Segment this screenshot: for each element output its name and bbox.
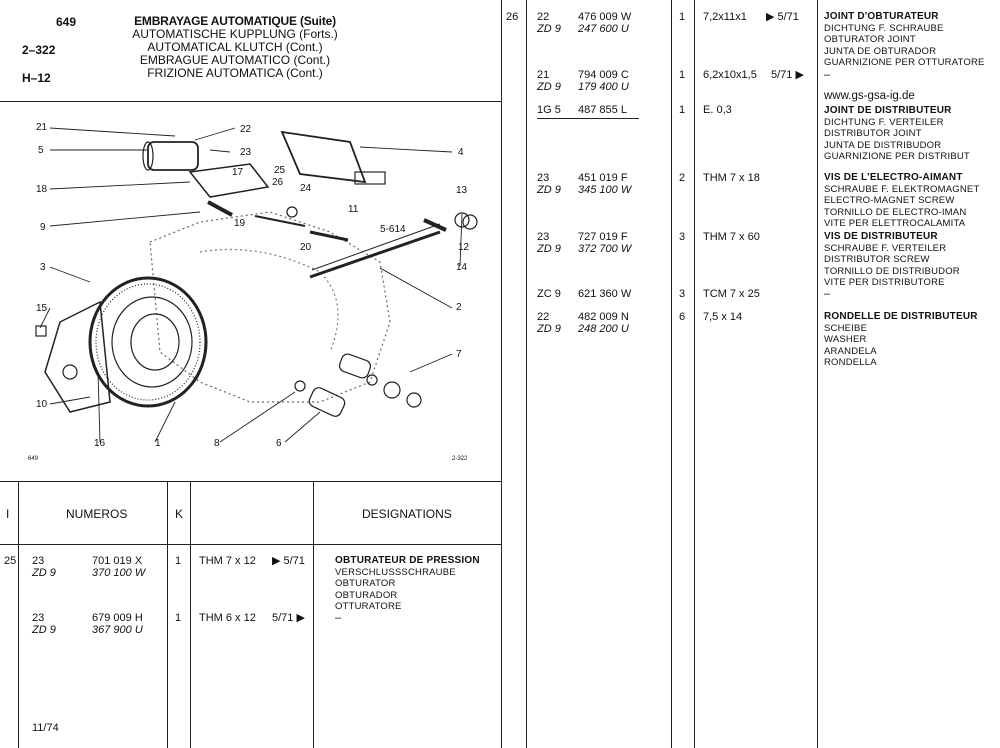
diagram-svg: 21 22 5 23 4 17 25 26 18 24 11 13 9 19 5…	[28, 122, 478, 462]
header-divider	[0, 101, 501, 102]
diagram-callouts: 21 22 5 23 4 17 25 26 18 24 11 13 9 19 5…	[28, 122, 470, 462]
designation: OBTURATEUR DE PRESSION VERSCHLUSSSCHRAUB…	[335, 555, 480, 612]
right-item-number: 26	[506, 11, 519, 23]
left-col-line-3	[190, 481, 191, 748]
group-number: H–12	[22, 71, 51, 85]
table-header-rule	[0, 544, 501, 545]
left-col-line-1	[18, 481, 19, 748]
alt-number: 370 100 W	[92, 567, 146, 579]
center-divider	[501, 0, 502, 748]
col-header-designations: DESIGNATIONS	[362, 507, 452, 521]
callout-3: 3	[40, 262, 46, 273]
callout-26: 26	[272, 177, 284, 188]
quantity: 1	[175, 612, 182, 624]
callout-19: 19	[234, 218, 246, 229]
callout-12: 12	[458, 242, 470, 253]
callout-1: 1	[155, 438, 161, 449]
callout-13: 13	[456, 185, 468, 196]
alt-prefix: ZD 9	[32, 624, 56, 636]
title-es: EMBRAGUE AUTOMATICO (Cont.)	[139, 53, 331, 67]
callout-5: 5	[38, 145, 44, 156]
left-col-line-2	[167, 481, 168, 748]
callout-5-614: 5-614	[380, 224, 406, 235]
callout-7: 7	[456, 349, 462, 360]
left-col-line-4	[313, 481, 314, 748]
part-prefix: 23	[32, 612, 45, 624]
callout-20: 20	[300, 242, 312, 253]
col-header-i: I	[6, 507, 10, 521]
right-col-line-3	[694, 0, 695, 748]
quantity: 1	[175, 555, 182, 567]
callout-25: 25	[274, 165, 286, 176]
date-mark: ▶ 5/71	[272, 555, 305, 567]
part-number: 701 019 X	[92, 555, 143, 567]
section-number: 2–322	[22, 43, 56, 57]
callout-11: 11	[348, 204, 359, 215]
title-de: AUTOMATISCHE KUPPLUNG (Forts.)	[132, 27, 338, 41]
right-col-line-1	[526, 0, 527, 748]
callout-16: 16	[94, 438, 106, 449]
callout-15: 15	[36, 303, 48, 314]
diagram-corner-left: 649	[28, 456, 39, 462]
page-number: 649	[56, 15, 77, 29]
title-it: FRIZIONE AUTOMATICA (Cont.)	[147, 66, 323, 80]
right-col-line-2	[671, 0, 672, 748]
date-mark: 5/71 ▶	[272, 612, 305, 624]
callout-9: 9	[40, 222, 46, 233]
col-header-k: K	[175, 507, 184, 521]
callout-14: 14	[456, 262, 468, 273]
spec: THM 6 x 12	[199, 612, 256, 624]
row-underline	[537, 118, 639, 119]
title-fr: EMBRAYAGE AUTOMATIQUE (Suite)	[134, 14, 336, 28]
callout-23: 23	[240, 147, 252, 158]
table-top-rule	[0, 481, 501, 482]
alt-number: 367 900 U	[92, 624, 143, 636]
designation-dash: –	[335, 612, 342, 624]
exploded-parts-diagram: 21 22 5 23 4 17 25 26 18 24 11 13 9 19 5…	[0, 102, 500, 480]
diagram-corner-right: 2-322	[452, 456, 468, 462]
callout-2: 2	[456, 302, 462, 313]
callout-22: 22	[240, 124, 252, 135]
callout-18: 18	[36, 184, 48, 195]
footer-date: 11/74	[32, 722, 59, 734]
callout-4: 4	[458, 147, 464, 158]
callout-21: 21	[36, 122, 48, 133]
callout-17: 17	[232, 167, 244, 178]
callout-24: 24	[300, 183, 312, 194]
title-block: EMBRAYAGE AUTOMATIQUE (Suite) AUTOMATISC…	[100, 15, 370, 80]
callout-8: 8	[214, 438, 220, 449]
alt-prefix: ZD 9	[32, 567, 56, 579]
callout-6: 6	[276, 438, 282, 449]
watermark-url: www.gs-gsa-ig.de	[824, 90, 915, 102]
right-col-line-4	[817, 0, 818, 748]
spec: THM 7 x 12	[199, 555, 256, 567]
col-header-numeros: NUMEROS	[66, 507, 128, 521]
part-number: 679 009 H	[92, 612, 143, 624]
item-number: 25	[4, 555, 17, 567]
title-en: AUTOMATICAL KLUTCH (Cont.)	[147, 40, 323, 54]
callout-10: 10	[36, 399, 48, 410]
part-prefix: 23	[32, 555, 45, 567]
